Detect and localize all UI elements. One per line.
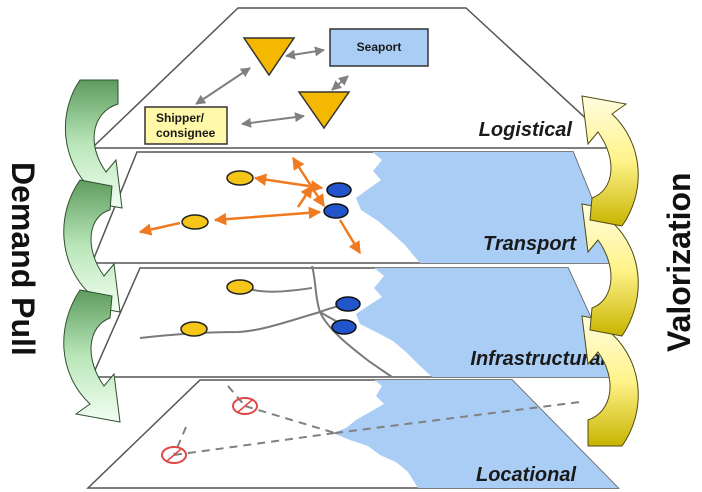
demand-pull-arrow-icon bbox=[63, 289, 121, 423]
layer-title-infrastructural: Infrastructural bbox=[470, 348, 606, 370]
demand-pull-arrow-icon bbox=[64, 79, 123, 209]
seaport-node: Seaport bbox=[329, 28, 429, 67]
demand-pull-label: Demand Pull bbox=[5, 162, 41, 356]
inland-node bbox=[181, 214, 209, 230]
transport-arrows bbox=[138, 156, 362, 255]
layer-title-locational: Locational bbox=[476, 464, 576, 486]
layer-locational: Locational bbox=[86, 379, 620, 489]
transport-water bbox=[356, 152, 618, 263]
infrastructural-water bbox=[356, 268, 618, 377]
locational-dashed-lines bbox=[173, 385, 581, 456]
valorization-arrows bbox=[581, 95, 639, 447]
valorization-arrow-icon bbox=[581, 95, 639, 227]
shipper-consignee-node: Shipper/ consignee bbox=[144, 106, 228, 145]
layer-logistical: Seaport Shipper/ consignee Logistical bbox=[90, 7, 620, 149]
demand-pull-arrows bbox=[63, 79, 123, 423]
port-node bbox=[335, 296, 361, 312]
port-node bbox=[331, 319, 357, 335]
inland-node bbox=[226, 170, 254, 186]
valorization-arrow-icon bbox=[581, 203, 639, 337]
logistics-links bbox=[195, 46, 349, 128]
location-marker-icon bbox=[232, 397, 258, 415]
distribution-center-icon bbox=[297, 91, 351, 130]
seaport-label: Seaport bbox=[357, 40, 402, 54]
valorization-label: Valorization bbox=[661, 172, 697, 352]
demand-pull-arrow-icon bbox=[63, 179, 121, 313]
port-node bbox=[323, 203, 349, 219]
inland-node bbox=[226, 279, 254, 295]
shipper-label-line2: consignee bbox=[156, 126, 216, 140]
valorization-arrow-icon bbox=[581, 315, 639, 447]
location-marker-icon bbox=[161, 446, 187, 464]
inland-node bbox=[180, 321, 208, 337]
layer-title-logistical: Logistical bbox=[479, 119, 573, 141]
layer-infrastructural: Infrastructural bbox=[90, 265, 620, 378]
shipper-label-line1: Shipper/ bbox=[156, 111, 205, 125]
port-node bbox=[326, 182, 352, 198]
layer-title-transport: Transport bbox=[483, 233, 577, 255]
layer-transport: Transport bbox=[90, 151, 620, 264]
distribution-center-icon bbox=[242, 37, 296, 77]
